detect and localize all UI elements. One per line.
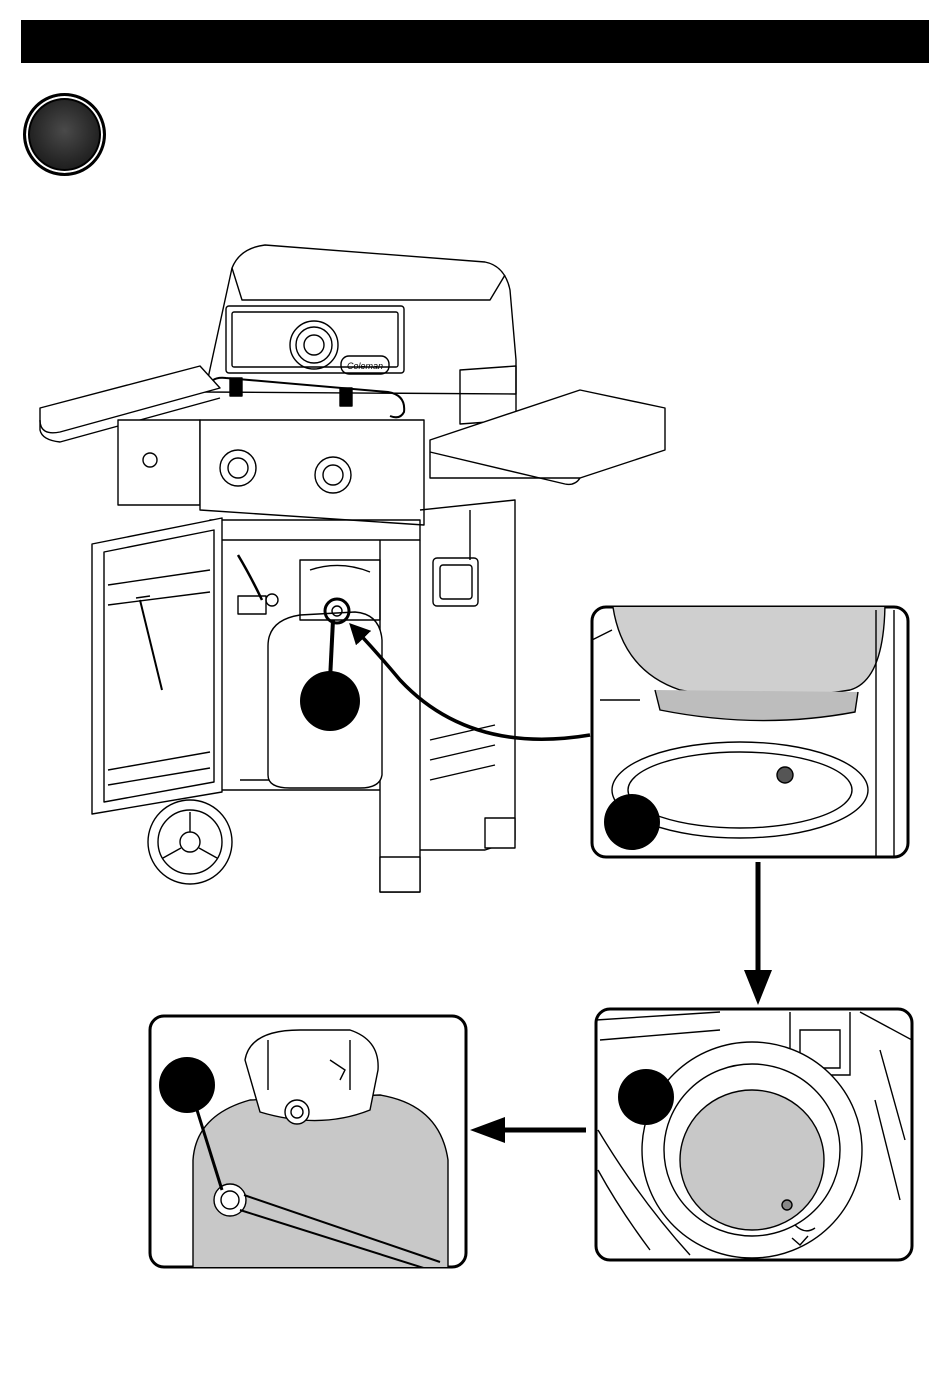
detail-panel-3 (150, 1016, 466, 1270)
detail-panel-2 (596, 1009, 912, 1260)
callout-detail-2-badge-icon (618, 1069, 674, 1125)
callout-detail-1-badge-icon (604, 794, 660, 850)
curved-arrow-icon (352, 626, 590, 739)
grill-drawing: Coleman (40, 245, 665, 892)
detail-panel-1 (592, 600, 908, 857)
callout-detail-3-badge-icon (159, 1057, 215, 1113)
svg-text:Coleman: Coleman (347, 361, 383, 371)
callout-main-badge-icon (300, 671, 360, 731)
